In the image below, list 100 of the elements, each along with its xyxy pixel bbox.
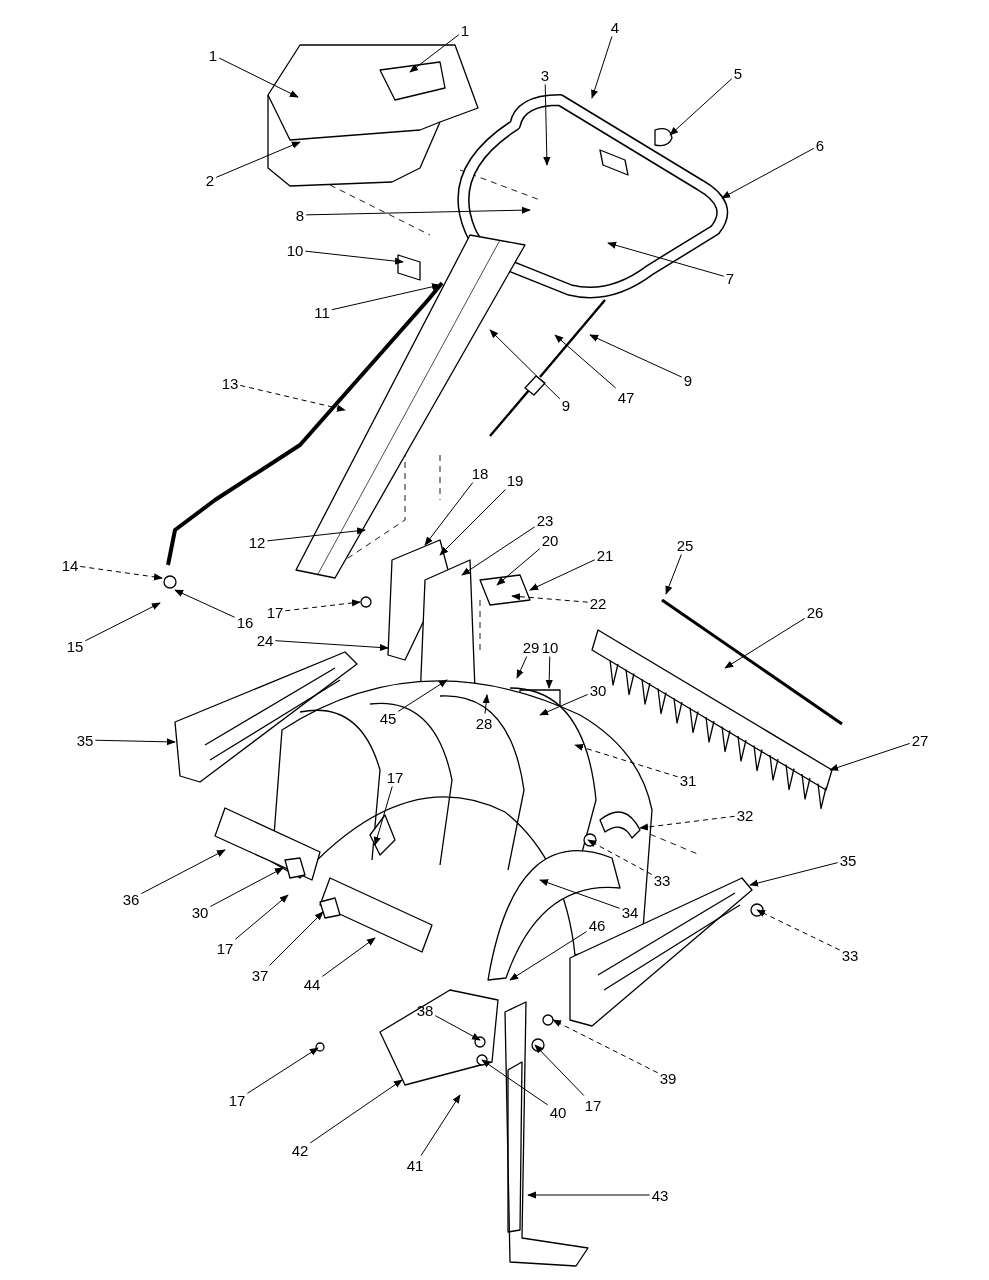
callout-number: 29 [521,638,541,656]
callout-number: 30 [588,681,608,699]
callout-number: 18 [470,464,490,482]
leader-line [424,482,474,546]
leader-line [639,815,736,831]
leader-line [724,617,806,669]
callout-number: 5 [732,64,744,82]
callout-number: 33 [840,946,860,964]
leader-line [246,1047,319,1094]
callout-number: 27 [910,731,930,749]
leader-line [269,911,324,966]
leader-line [284,599,361,612]
leader-line [756,909,841,951]
leader-line [534,1044,585,1096]
callout-number: 2 [204,171,216,189]
callout-number: 6 [814,136,826,154]
leader-line [461,526,536,576]
callout-number: 45 [378,709,398,727]
callout-number: 35 [75,731,95,749]
callout-number: 9 [560,396,572,414]
leader-line [516,656,528,679]
callout-number: 38 [415,1001,435,1019]
callout-number: 24 [255,631,275,649]
callout-number: 34 [620,903,640,921]
leader-line [489,329,561,400]
leader-line [589,334,683,378]
callout-number: 14 [60,556,80,574]
leader-line [209,867,284,907]
leader-line [574,743,679,778]
leader-line [587,839,653,875]
callout-number: 17 [385,768,405,786]
callout-number: 30 [190,903,210,921]
leader-line [721,147,815,199]
leader-line [234,894,289,940]
callout-number: 22 [588,594,608,612]
leader-line [215,141,301,178]
callout-number: 28 [474,714,494,732]
callout-number: 17 [583,1096,603,1114]
leader-line [829,742,911,771]
leader-line [496,548,541,586]
leader-line [331,283,441,311]
leader-line [543,84,551,166]
leader-line [409,34,460,73]
callout-number: 15 [65,637,85,655]
leader-line [529,559,596,591]
leader-line [79,565,163,581]
callout-number: 23 [535,511,555,529]
leader-line [607,241,725,277]
callout-number: 1 [207,46,219,64]
callout-number: 20 [540,531,560,549]
callout-number: 4 [609,18,621,36]
callout-number: 33 [652,871,672,889]
callout-number: 42 [290,1141,310,1159]
leader-line [218,57,299,98]
callout-number: 31 [678,771,698,789]
leader-line [665,554,682,595]
leader-line [309,1079,403,1144]
leader-line [174,589,236,618]
callout-number: 43 [650,1186,670,1204]
callout-number: 17 [227,1091,247,1109]
leader-line [527,1191,651,1199]
leader-line [94,738,176,746]
leader-line [669,78,733,136]
leader-line [140,849,226,895]
callout-number: 12 [247,533,267,551]
callout-number: 25 [675,536,695,554]
callout-number: 1 [459,21,471,39]
leader-line [84,602,161,642]
callout-number: 40 [548,1103,568,1121]
callout-number: 7 [724,269,736,287]
leader-line [591,36,613,99]
callout-number: 10 [540,638,560,656]
callout-number: 13 [220,374,240,392]
callout-number: 46 [587,916,607,934]
callout-number: 3 [539,66,551,84]
callout-number: 26 [805,603,825,621]
callout-number: 9 [682,371,694,389]
leader-line [554,334,617,389]
callout-number: 36 [121,890,141,908]
callout-number: 47 [616,388,636,406]
leader-line [321,937,376,977]
leader-line [509,931,588,981]
leader-line [305,206,531,216]
callout-number: 41 [405,1156,425,1174]
callout-number: 8 [294,206,306,224]
leader-line [482,694,490,714]
leader-line [397,679,448,712]
callout-number: 35 [838,851,858,869]
leader-line [373,786,393,846]
callout-number: 37 [250,966,270,984]
leader-line [481,1059,549,1106]
callout-number: 17 [265,603,285,621]
callout-number: 19 [505,471,525,489]
leader-line [239,384,346,412]
callout-number: 39 [658,1069,678,1087]
callout-number: 10 [285,241,305,259]
leader-line [420,1094,461,1156]
callout-number: 11 [313,303,331,321]
leader-line [274,640,389,652]
callout-number: 16 [235,613,255,631]
